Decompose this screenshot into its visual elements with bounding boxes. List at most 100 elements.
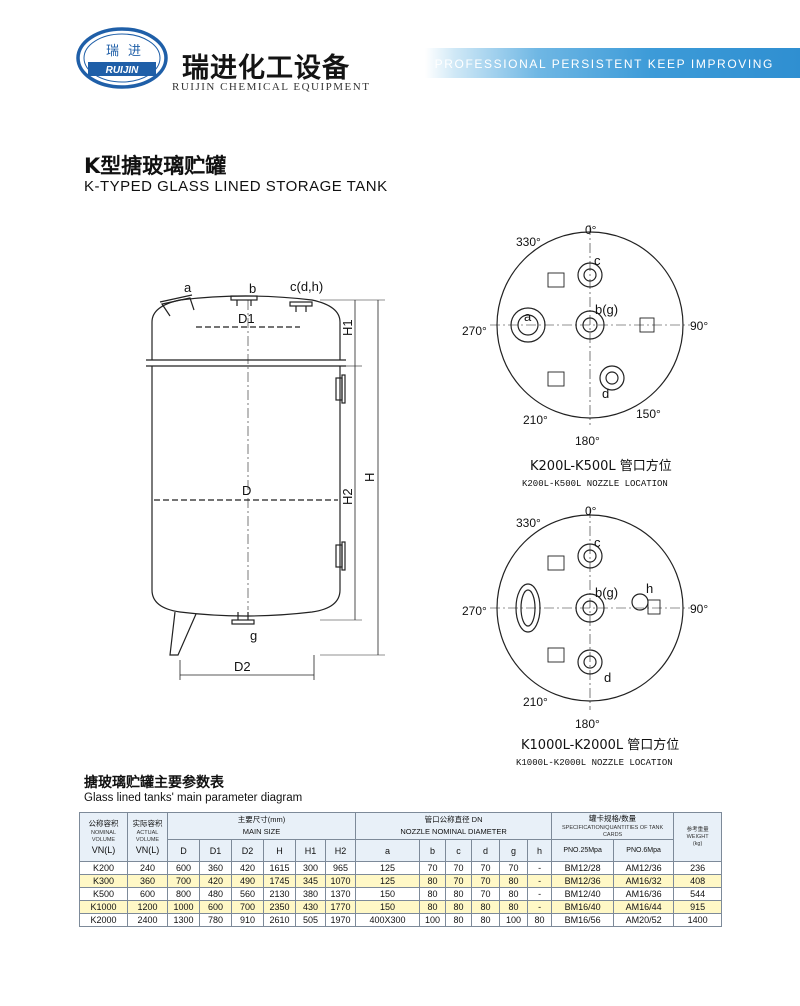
- tank-dimension-labels: a b c(d,h) D1 D D2 g H1 H2 H: [184, 279, 377, 674]
- brand-name-cn: 瑞进化工设备: [182, 53, 350, 84]
- table-cell: 80: [471, 900, 501, 914]
- table-cell: 600: [127, 887, 168, 901]
- table-cell: BM12/36: [551, 874, 615, 888]
- table-cell: 430: [295, 900, 326, 914]
- angle-330: 330°: [516, 235, 541, 249]
- table-cell: K200: [79, 861, 128, 875]
- nozzle-location-small: 0° 330° 90° 270° 210° 150° 180° a b(g) c…: [462, 223, 708, 489]
- subheader-cell: c: [445, 839, 473, 862]
- table-cell: BM16/56: [551, 913, 615, 927]
- table-cell: AM16/36: [613, 887, 675, 901]
- table-cell: 910: [231, 913, 264, 927]
- angle-180-large: 180°: [575, 717, 600, 731]
- label-cdh: c(d,h): [290, 279, 323, 294]
- table-cell: 1000: [167, 900, 200, 914]
- subheader-cell: PNO.6Mpa: [613, 839, 675, 862]
- label-b: b: [249, 281, 256, 296]
- subheader-cell: D1: [199, 839, 232, 862]
- table-cell: 360: [199, 861, 232, 875]
- table-cell: -: [527, 900, 553, 914]
- angle-210: 210°: [523, 413, 548, 427]
- table-cell: 80: [419, 874, 447, 888]
- table-title-en: Glass lined tanks' main parameter diagra…: [84, 792, 303, 804]
- table-cell: K300: [79, 874, 128, 888]
- table-cell: 490: [231, 874, 264, 888]
- subheader-cell: g: [499, 839, 529, 862]
- angle-0-large: 0°: [585, 504, 597, 518]
- table-cell: 544: [673, 887, 723, 901]
- nozzle-small-caption-en: K200L-K500L NOZZLE LOCATION: [522, 479, 668, 489]
- table-cell: 150: [355, 887, 421, 901]
- page-header: 瑞 进 RUIJIN 瑞进化工设备 RUIJIN CHEMICAL EQUIPM…: [0, 0, 800, 110]
- label-h: H: [362, 473, 377, 482]
- table-cell: 420: [199, 874, 232, 888]
- table-cell: K2000: [79, 913, 128, 927]
- nozzle-label-c-large: c: [594, 535, 601, 550]
- table-cell: 70: [499, 861, 529, 875]
- slogan-banner: PROFESSIONAL PERSISTENT KEEP IMPROVING: [425, 48, 800, 78]
- label-d: D: [242, 483, 251, 498]
- table-cell: 2350: [263, 900, 296, 914]
- table-cell: 1745: [263, 874, 296, 888]
- table-cell: 420: [231, 861, 264, 875]
- angle-90-large: 90°: [690, 602, 708, 616]
- table-cell: 80: [471, 913, 501, 927]
- table-cell: 1400: [673, 913, 723, 927]
- table-cell: 80: [445, 913, 473, 927]
- angle-270-large: 270°: [462, 604, 487, 618]
- subheader-cell: D: [167, 839, 200, 862]
- table-cell: 2130: [263, 887, 296, 901]
- table-cell: 600: [199, 900, 232, 914]
- table-cell: 480: [199, 887, 232, 901]
- table-cell: 80: [499, 887, 529, 901]
- table-cell: 1070: [324, 874, 357, 888]
- header-weight: 参考重量 WEIGHT (kg): [673, 812, 723, 862]
- table-cell: 70: [471, 861, 501, 875]
- subheader-cell: H2: [324, 839, 357, 862]
- nozzle-label-d: d: [602, 386, 609, 401]
- table-cell: 80: [499, 900, 529, 914]
- logo-char-1: 瑞: [106, 44, 119, 59]
- table-cell: BM16/40: [551, 900, 615, 914]
- table-cell: 236: [673, 861, 723, 875]
- table-cell: 70: [471, 874, 501, 888]
- table-cell: 1370: [324, 887, 357, 901]
- table-cell: 965: [324, 861, 357, 875]
- subheader-cell: PNO.25Mpa: [551, 839, 615, 862]
- table-cell: 80: [419, 900, 447, 914]
- header-nominal-volume: 公称容积 NOMINAL VOLUME VN(L): [79, 812, 128, 862]
- nozzle-label-h-large: h: [646, 581, 653, 596]
- table-cell: 700: [231, 900, 264, 914]
- table-cell: 2610: [263, 913, 296, 927]
- angle-0: 0°: [585, 223, 597, 237]
- nozzle-large-caption-en: K1000L-K2000L NOZZLE LOCATION: [516, 758, 673, 768]
- subheader-cell: H: [263, 839, 296, 862]
- table-cell: 1300: [167, 913, 200, 927]
- nozzle-label-a: a: [524, 309, 532, 324]
- nozzle-location-large: 0° 330° 90° 270° 210° 180° b(g) c d h K1…: [462, 504, 708, 768]
- technical-drawings: a b c(d,h) D1 D D2 g H1 H2 H 0° 330° 90°…: [146, 223, 708, 768]
- table-cell: 80: [445, 900, 473, 914]
- header-nozzle-diameter: 管口公称直径 DN NOZZLE NOMINAL DIAMETER: [355, 812, 553, 840]
- angle-180: 180°: [575, 434, 600, 448]
- page-title-cn: K型搪玻璃贮罐: [84, 154, 227, 178]
- label-d2: D2: [234, 659, 251, 674]
- company-logo: 瑞 进 RUIJIN: [76, 27, 168, 89]
- header-main-size: 主要尺寸(mm) MAIN SIZE: [166, 812, 357, 840]
- label-h2: H2: [340, 488, 355, 505]
- table-cell: 125: [355, 861, 421, 875]
- angle-90: 90°: [690, 319, 708, 333]
- table-cell: 560: [231, 887, 264, 901]
- table-cell: BM12/28: [551, 861, 615, 875]
- label-g: g: [250, 628, 257, 643]
- subheader-cell: d: [471, 839, 501, 862]
- table-cell: 70: [445, 861, 473, 875]
- table-title-cn: 搪玻璃贮罐主要参数表: [84, 775, 224, 791]
- table-cell: 80: [499, 874, 529, 888]
- table-cell: K1000: [79, 900, 128, 914]
